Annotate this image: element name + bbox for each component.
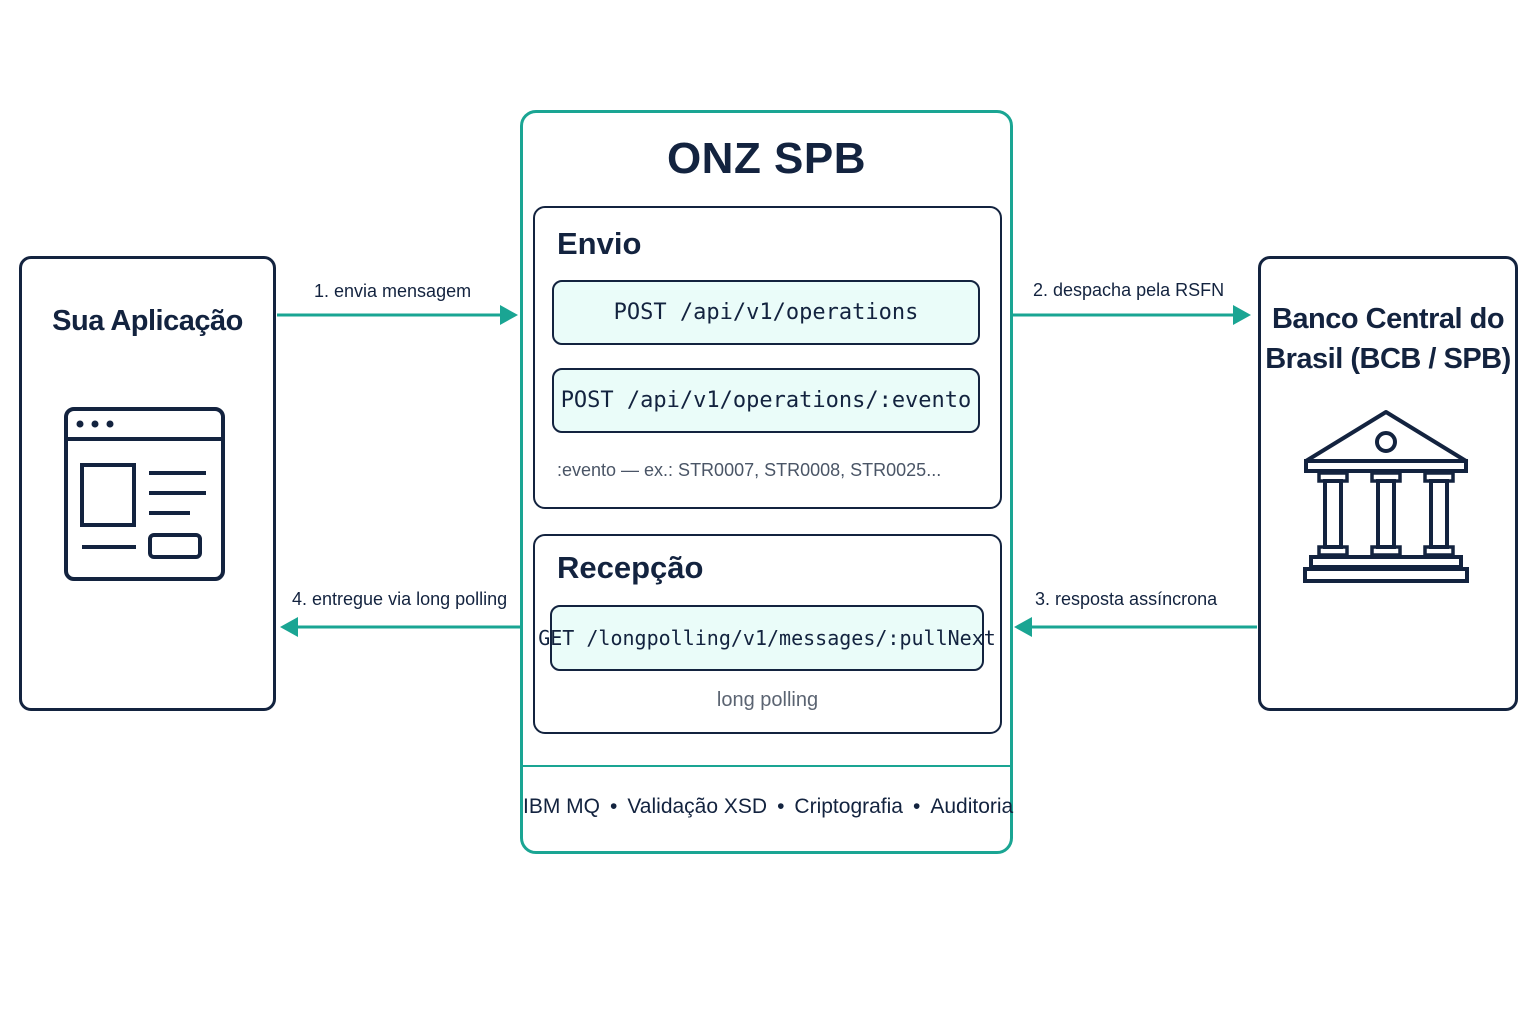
arrow-label-3: 3. resposta assíncrona (1035, 589, 1218, 609)
feature-cryptography: Criptografia (794, 795, 903, 818)
bank-building-icon (1303, 410, 1469, 583)
feature-ibm-mq: IBM MQ (523, 795, 600, 818)
arrow-1 (277, 305, 518, 325)
recepcao-section: Recepção GET /longpolling/v1/messages/:p… (533, 534, 1002, 734)
recepcao-note: long polling (716, 689, 819, 711)
endpoint-post-operations-evento: POST /api/v1/operations/:evento (552, 368, 980, 433)
central-bank-title-line-1: Banco Central do (1271, 303, 1505, 335)
central-bank-title: Banco Central do Brasil (BCB / SPB) (1261, 299, 1515, 379)
endpoint-get-longpolling: GET /longpolling/v1/messages/:pullNext (538, 605, 996, 671)
onz-spb-box: ONZ SPB Envio POST /api/v1/operations PO… (520, 110, 1013, 854)
envio-note: :evento — ex.: STR0007, STR0008, STR0025… (557, 460, 942, 480)
features-footer: IBM MQ • Validação XSD • Criptografia • Audito… (523, 795, 1014, 819)
feature-xsd-validation: Validação XSD (627, 795, 768, 818)
envio-section: Envio POST /api/v1/operations POST /api/… (533, 206, 1002, 509)
onz-spb-title: ONZ SPB (666, 134, 867, 183)
separator-dot: • (777, 795, 785, 818)
application-box: Sua Aplicação (19, 256, 276, 711)
feature-audit: Auditoria (930, 795, 1014, 818)
central-bank-box: Banco Central do Brasil (BCB / SPB) (1258, 256, 1518, 711)
arrow-3 (1014, 617, 1257, 637)
envio-title: Envio (557, 226, 642, 261)
recepcao-title: Recepção (557, 550, 704, 585)
arrow-label-4: 4. entregue via long polling (292, 589, 508, 609)
browser-window-icon (64, 407, 225, 581)
footer-divider (523, 765, 1010, 767)
arrow-4 (280, 617, 520, 637)
arrow-label-1: 1. envia mensagem (314, 281, 472, 301)
endpoint-post-operations: POST /api/v1/operations (552, 280, 980, 345)
arrow-label-2: 2. despacha pela RSFN (1033, 280, 1225, 300)
separator-dot: • (912, 795, 921, 818)
application-title: Sua Aplicação (52, 305, 243, 337)
central-bank-title-line-2: Brasil (BCB / SPB) (1265, 343, 1511, 375)
separator-dot: • (610, 795, 618, 818)
arrow-2 (1013, 305, 1251, 325)
